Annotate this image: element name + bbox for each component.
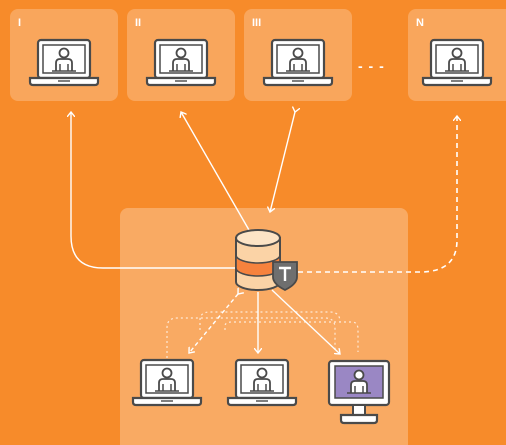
arrow-to-client-2 <box>181 112 250 231</box>
arrow-to-device-3 <box>271 289 340 354</box>
database-icon <box>235 229 281 291</box>
dotted-link-3 <box>224 321 359 352</box>
dashed-arrow-bidirectional-device-1 <box>189 294 238 353</box>
desktop-monitor-user-icon <box>327 359 391 425</box>
dashed-arrow-to-client-n <box>298 116 457 273</box>
dotted-link-1 <box>166 317 336 358</box>
client-label: II <box>135 17 142 29</box>
ellipsis-separator: - - - <box>358 58 385 74</box>
dotted-link-2 <box>199 311 341 330</box>
laptop-user-icon <box>28 38 100 87</box>
client-label: III <box>252 17 262 29</box>
client-label: N <box>416 17 424 29</box>
shield-t-icon <box>272 261 298 292</box>
arrow-to-client-1 <box>71 112 240 269</box>
laptop-user-icon <box>421 38 493 87</box>
laptop-user-icon <box>262 38 334 87</box>
laptop-user-icon <box>131 358 203 407</box>
laptop-user-icon <box>226 358 298 407</box>
client-label: I <box>18 17 22 29</box>
laptop-user-icon <box>145 38 217 87</box>
arrow-bidirectional-client-3 <box>270 112 295 212</box>
